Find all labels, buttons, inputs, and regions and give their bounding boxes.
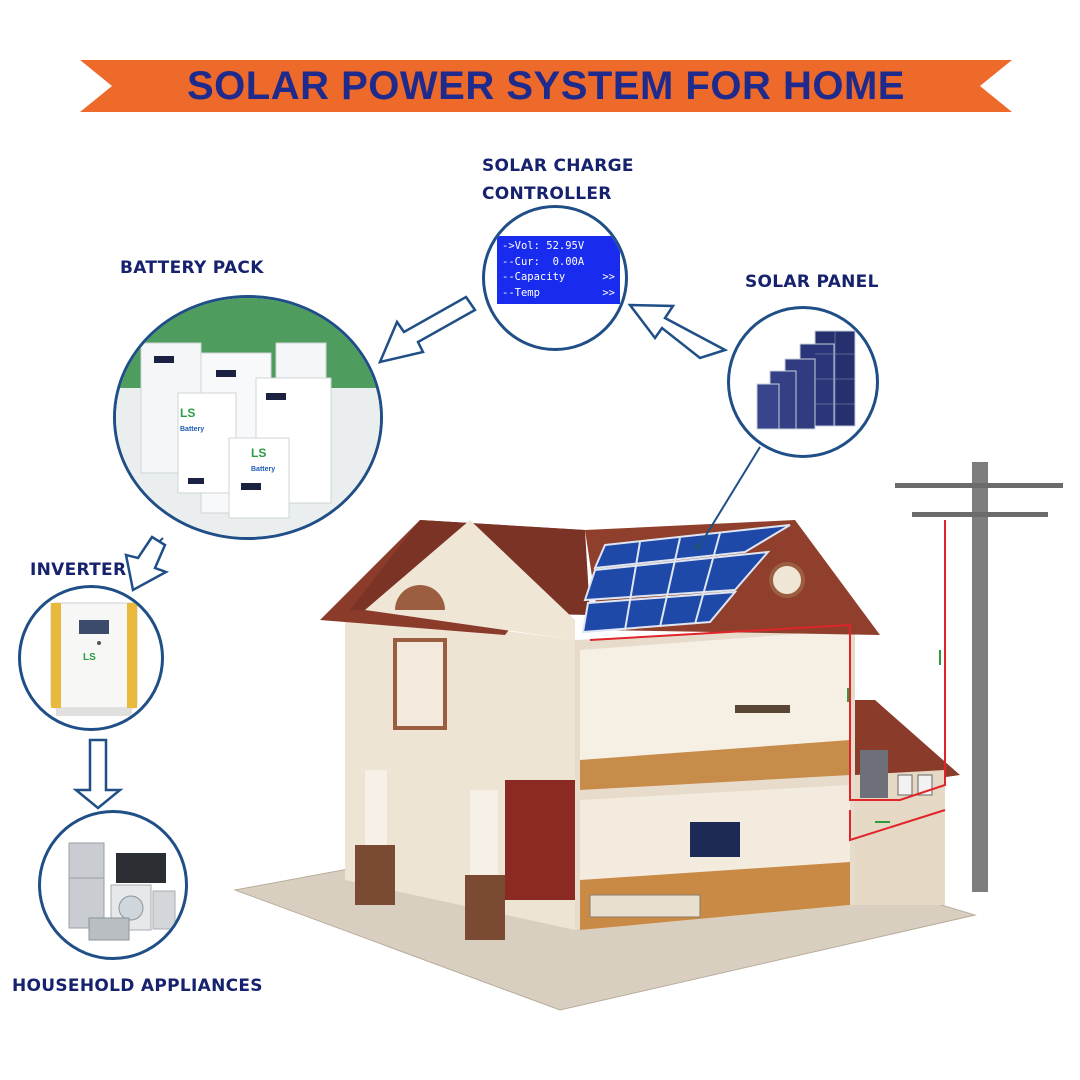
controller-lcd: ->Vol: 52.95V --Cur: 0.00A --Capacity>> …	[497, 236, 620, 304]
lcd-temp-arrow: >>	[602, 286, 615, 299]
tv	[690, 822, 740, 857]
pillar-base-right	[465, 875, 505, 940]
column-right	[470, 790, 498, 880]
arched-window	[395, 585, 445, 610]
battery-pack-image	[116, 298, 380, 537]
column-left	[365, 770, 387, 850]
lcd-capacity-arrow: >>	[602, 271, 615, 283]
sofa	[589, 894, 701, 918]
roof-solar-array	[581, 524, 791, 634]
charge-controller-label: SOLAR CHARGE CONTROLLER	[482, 152, 634, 208]
pole-crossarm-top	[895, 483, 1063, 488]
annex-wall	[855, 770, 945, 905]
arrow-controller-to-battery	[377, 295, 477, 364]
household-appliances-label: HOUSEHOLD APPLIANCES	[12, 976, 263, 996]
solar-panel-image	[756, 330, 856, 430]
household-appliances-image	[68, 842, 176, 941]
battery-pack-label: BATTERY PACK	[120, 258, 264, 278]
breaker-panel	[860, 750, 888, 798]
lcd-temp-text: --Temp	[502, 286, 540, 299]
panel-connector-dot	[694, 543, 702, 551]
meter-1	[897, 774, 913, 796]
lcd-capacity-text: --Capacity	[502, 271, 566, 283]
inverter-label: INVERTER	[30, 560, 127, 580]
front-door-area	[505, 780, 575, 900]
lcd-line-current: --Cur: 0.00A	[502, 255, 615, 271]
round-window	[769, 562, 805, 598]
arrow-panel-to-controller	[627, 303, 729, 360]
upper-window	[393, 638, 447, 730]
solar-panel-circle	[727, 306, 879, 458]
charge-controller-circle: ->Vol: 52.95V --Cur: 0.00A --Capacity>> …	[482, 205, 628, 351]
panel-connector-line	[699, 446, 761, 546]
charge-controller-label-line2: CONTROLLER	[482, 184, 612, 204]
arrow-inverter-to-appliances	[72, 738, 124, 810]
solar-panel-label: SOLAR PANEL	[745, 272, 879, 292]
title-banner: SOLAR POWER SYSTEM FOR HOME	[80, 60, 1012, 112]
inverter-brand-logo: LS	[83, 652, 96, 663]
inverter-image: LS	[50, 602, 138, 716]
arrow-battery-to-inverter	[124, 535, 170, 592]
desk	[735, 705, 790, 713]
lcd-line-temp: --Temp >>	[502, 286, 615, 302]
upstairs-floor	[580, 740, 850, 790]
page-title: SOLAR POWER SYSTEM FOR HOME	[187, 64, 905, 108]
lcd-current-text: --Cur: 0.00A	[502, 255, 585, 268]
lcd-line-voltage: ->Vol: 52.95V	[502, 239, 615, 255]
wiring	[589, 520, 946, 801]
lcd-line-capacity: --Capacity >>	[502, 270, 615, 286]
banner-ribbon	[80, 60, 1012, 112]
pole-crossarm-bottom	[912, 512, 1048, 517]
lcd-voltage-text: ->Vol: 52.95V	[502, 240, 585, 252]
utility-pole	[972, 462, 988, 892]
charge-controller-label-line1: SOLAR CHARGE	[482, 156, 634, 176]
household-appliances-circle	[38, 810, 188, 960]
inverter-circle: LS	[18, 585, 164, 731]
pillar-base-left	[355, 845, 395, 905]
